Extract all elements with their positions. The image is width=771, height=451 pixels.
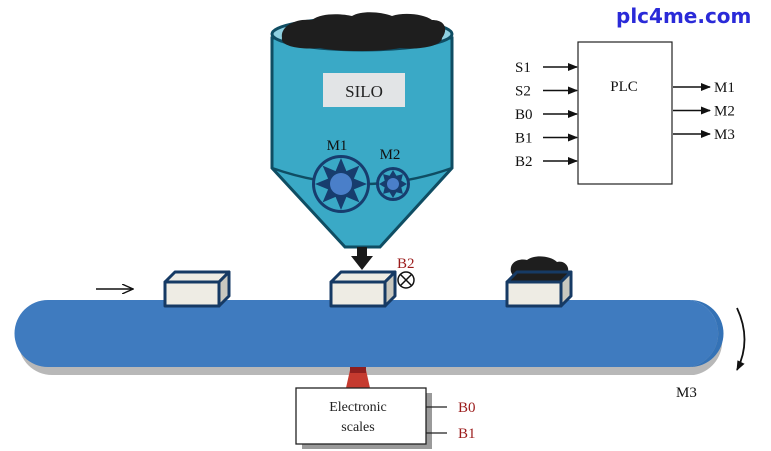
silo-body	[270, 36, 454, 249]
motor-m2-label: M2	[380, 147, 401, 163]
plc-input-label: B2	[515, 154, 533, 170]
sensor-b2-label: B2	[397, 256, 415, 272]
motor-m1-label: M1	[327, 138, 348, 154]
scales-output-b1: B1	[458, 426, 476, 442]
conveyor: M3	[14, 289, 746, 401]
plc-input-label: B0	[515, 107, 533, 123]
plc-input-label: B1	[515, 131, 533, 147]
scales-box	[295, 387, 427, 445]
silo-material	[281, 12, 446, 51]
scales-label-line2: scales	[341, 420, 374, 435]
plc-input-label: S2	[515, 84, 531, 100]
plc-output-label: M2	[714, 104, 735, 120]
feed-down-arrow-icon	[351, 256, 373, 270]
plc-box	[577, 41, 673, 185]
silo-outlet	[357, 247, 367, 257]
scales-output-b0: B0	[458, 400, 476, 416]
plc-output-label: M3	[714, 127, 735, 143]
box-empty	[163, 270, 231, 308]
sensor-b2: B2	[397, 256, 415, 289]
conveyor-right-roller	[690, 300, 724, 367]
electronic-scales: Electronic scales B0 B1	[295, 367, 476, 449]
box-filled	[505, 256, 573, 308]
plc-title: PLC	[610, 79, 638, 95]
motor-m1-gear-icon	[312, 155, 370, 213]
plc-output-label: M1	[714, 80, 735, 96]
conveyor-belt	[14, 300, 719, 367]
brand-watermark[interactable]: plc4me.com	[616, 4, 752, 28]
motor-m2-gear-icon	[376, 167, 410, 201]
plc-input-label: S1	[515, 60, 531, 76]
scales-support	[346, 370, 370, 388]
silo-label: SILO	[345, 82, 383, 101]
silo: SILO M1 M2	[270, 12, 454, 270]
scales-label-line1: Electronic	[329, 400, 387, 415]
cross-circle-sensor-icon	[397, 271, 415, 289]
box-filling	[329, 270, 397, 308]
conveyor-motor-label: M3	[676, 385, 697, 401]
silo-label-box	[323, 73, 405, 107]
belt-rotation-arrow-icon	[736, 307, 746, 371]
